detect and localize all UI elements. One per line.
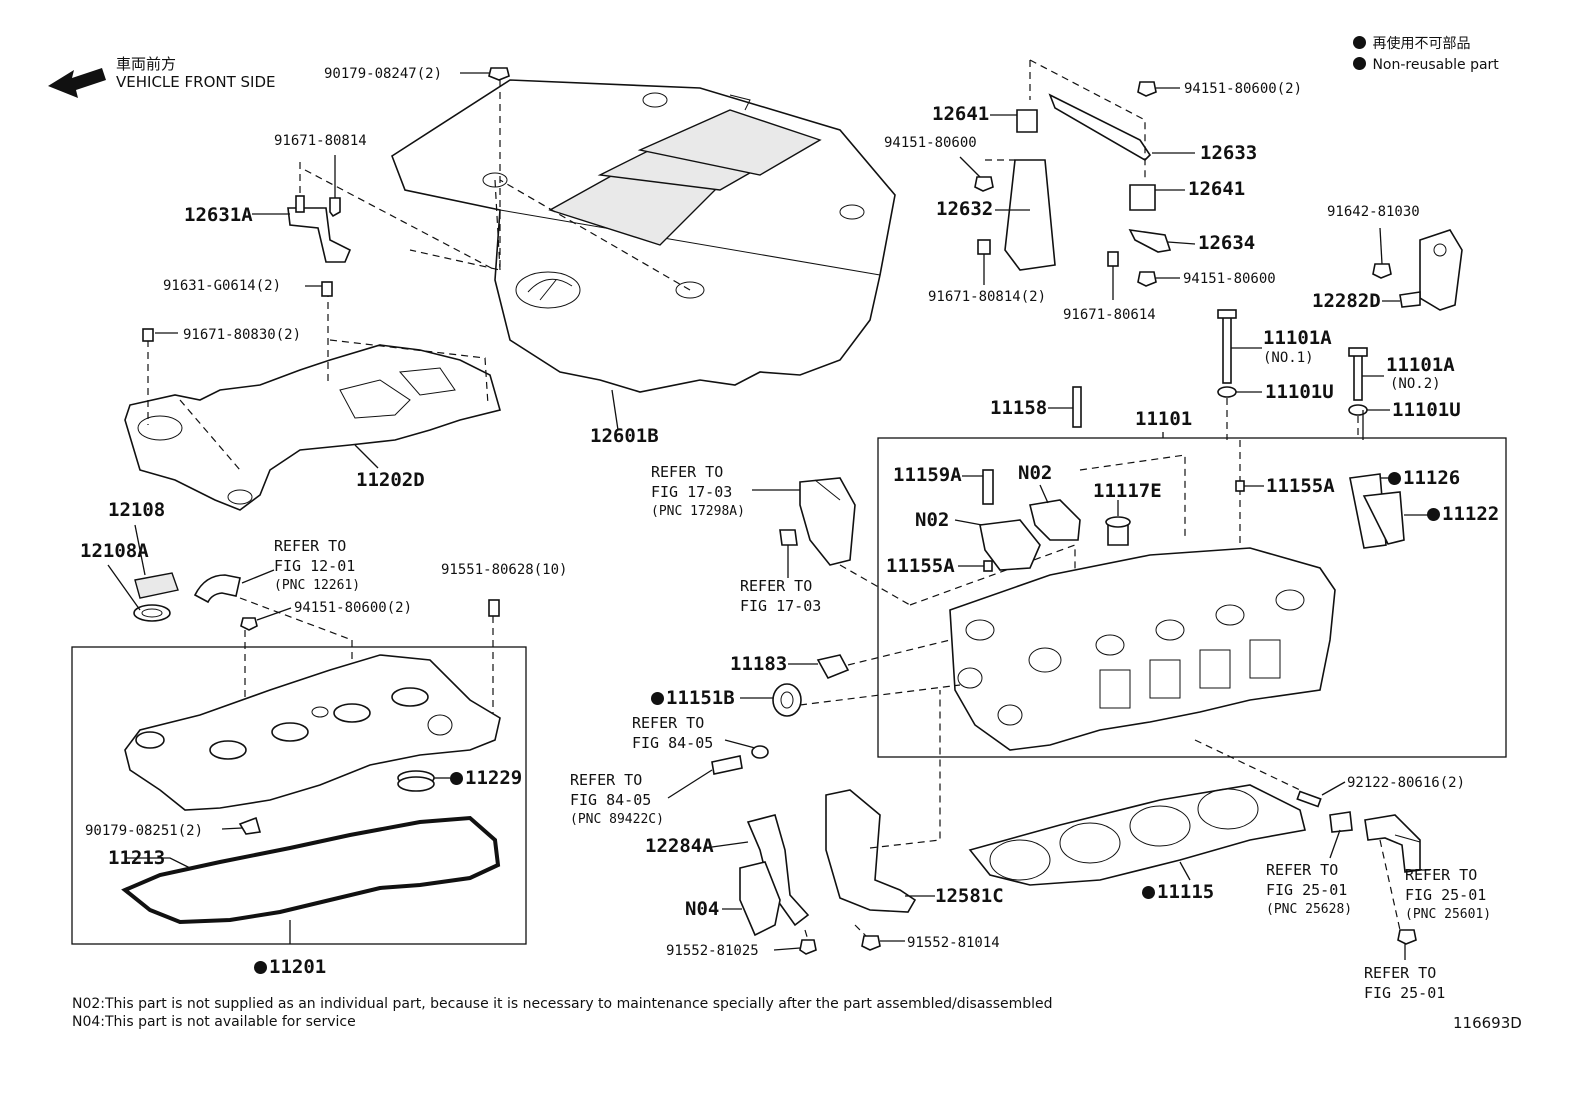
part-label[interactable]: 12108 bbox=[108, 499, 166, 521]
non-reusable-dot-icon bbox=[651, 692, 664, 705]
part-label[interactable]: 91671-80814(2) bbox=[928, 289, 1047, 305]
part-label[interactable]: 91552-81025 bbox=[666, 943, 759, 959]
part-label[interactable]: 90179-08247(2) bbox=[324, 66, 443, 82]
part-label[interactable]: 94151-80600 bbox=[884, 135, 977, 151]
part-label[interactable]: 94151-80600 bbox=[1183, 271, 1276, 287]
part-label[interactable]: 11101U bbox=[1392, 399, 1461, 421]
part-label[interactable]: 92122-80616(2) bbox=[1347, 775, 1466, 791]
part-label[interactable]: 11126 bbox=[1388, 468, 1460, 488]
ref-fig-25-01-pnc-25628[interactable]: REFER TO FIG 25-01 (PNC 25628) bbox=[1266, 861, 1353, 917]
ref-fig-12-01[interactable]: REFER TO FIG 12-01 (PNC 12261) bbox=[274, 537, 361, 593]
part-label[interactable]: 12282D bbox=[1312, 290, 1381, 312]
part-label[interactable]: 12632 bbox=[936, 198, 994, 220]
part-label[interactable]: 91552-81014 bbox=[907, 935, 1000, 951]
part-label[interactable]: 94151-80600(2) bbox=[294, 600, 413, 616]
non-reusable-dot-icon bbox=[1353, 36, 1366, 49]
part-label[interactable]: 12108A bbox=[80, 540, 149, 562]
footnote-n02: N02:This part is not supplied as an indi… bbox=[72, 996, 1053, 1012]
part-label[interactable]: N02 bbox=[915, 509, 950, 531]
part-label[interactable]: 11183 bbox=[730, 653, 788, 675]
part-label[interactable]: 12641 bbox=[1188, 178, 1246, 200]
part-label[interactable]: 11151B bbox=[651, 688, 735, 708]
part-label[interactable]: 91671-80614 bbox=[1063, 307, 1156, 323]
ref-fig-84-05[interactable]: REFER TO FIG 84-05 bbox=[632, 714, 714, 752]
bolt-90179-08247 bbox=[488, 67, 510, 81]
part-label[interactable]: 12631A bbox=[184, 204, 253, 226]
part-label[interactable]: N04 bbox=[685, 898, 720, 920]
legend-jp: 再使用不可部品 bbox=[1353, 33, 1470, 53]
non-reusable-dot-icon bbox=[254, 961, 267, 974]
engine-cover-drawing bbox=[391, 79, 896, 393]
part-label[interactable]: 11122 bbox=[1427, 504, 1499, 524]
ref-fig-84-05-pnc[interactable]: REFER TO FIG 84-05 (PNC 89422C) bbox=[570, 771, 664, 827]
part-label[interactable]: 12641 bbox=[932, 103, 990, 125]
part-label[interactable]: 90179-08251(2) bbox=[85, 823, 204, 839]
part-label[interactable]: 11115 bbox=[1142, 882, 1214, 902]
part-label[interactable]: 11155A bbox=[886, 555, 955, 577]
part-label[interactable]: 91642-81030 bbox=[1327, 204, 1420, 220]
non-reusable-dot-icon bbox=[1142, 886, 1155, 899]
part-label[interactable]: 91551-80628(10) bbox=[441, 562, 568, 578]
head-gasket-drawing bbox=[968, 784, 1306, 886]
front-label-en: VEHICLE FRONT SIDE bbox=[116, 73, 276, 91]
part-label[interactable]: 12581C bbox=[935, 885, 1004, 907]
head-cover-drawing bbox=[124, 654, 501, 811]
lower-cover-drawing bbox=[124, 344, 501, 511]
part-label[interactable]: 11158 bbox=[990, 397, 1048, 419]
cylinder-head-group-box bbox=[877, 437, 1507, 758]
part-label[interactable]: 91671-80830(2) bbox=[183, 327, 302, 343]
head-cover-group-box bbox=[71, 646, 527, 945]
ref-fig-17-03-pnc[interactable]: REFER TO FIG 17-03 (PNC 17298A) bbox=[651, 463, 745, 519]
part-label[interactable]: 11101U bbox=[1265, 381, 1334, 403]
cylinder-head-drawing bbox=[949, 547, 1336, 751]
part-label[interactable]: 11213 bbox=[108, 847, 166, 869]
part-label[interactable]: 11117E bbox=[1093, 480, 1162, 502]
ref-fig-17-03[interactable]: REFER TO FIG 17-03 bbox=[740, 577, 822, 615]
part-label[interactable]: 12633 bbox=[1200, 142, 1258, 164]
non-reusable-dot-icon bbox=[1388, 472, 1401, 485]
non-reusable-dot-icon bbox=[1353, 57, 1366, 70]
front-arrow-icon bbox=[48, 68, 106, 98]
part-label[interactable]: 11155A bbox=[1266, 475, 1335, 497]
part-label[interactable]: 11101A bbox=[1263, 327, 1332, 349]
part-label[interactable]: 11101A bbox=[1386, 354, 1455, 376]
footnote-n04: N04:This part is not available for servi… bbox=[72, 1014, 356, 1030]
non-reusable-dot-icon bbox=[1427, 508, 1440, 521]
part-label[interactable]: 11101 bbox=[1135, 408, 1193, 430]
diagram-id: 116693D bbox=[1453, 1014, 1522, 1032]
part-label: (NO.2) bbox=[1390, 376, 1441, 392]
non-reusable-dot-icon bbox=[450, 772, 463, 785]
part-label: (NO.1) bbox=[1263, 350, 1314, 366]
part-label[interactable]: 12634 bbox=[1198, 232, 1256, 254]
legend-en: Non-reusable part bbox=[1353, 57, 1499, 73]
part-label[interactable]: 91631-G0614(2) bbox=[163, 278, 282, 294]
part-label[interactable]: 12284A bbox=[645, 835, 714, 857]
part-label[interactable]: 12601B bbox=[590, 425, 659, 447]
part-label[interactable]: 11159A bbox=[893, 464, 962, 486]
part-label[interactable]: 11202D bbox=[356, 469, 425, 491]
part-label[interactable]: N02 bbox=[1018, 462, 1053, 484]
ref-fig-25-01-pnc-25601[interactable]: REFER TO FIG 25-01 (PNC 25601) bbox=[1405, 866, 1492, 922]
part-label[interactable]: 91671-80814 bbox=[274, 133, 367, 149]
part-label[interactable]: 11229 bbox=[450, 768, 522, 788]
ref-fig-25-01[interactable]: REFER TO FIG 25-01 bbox=[1364, 964, 1446, 1002]
front-label-jp: 車両前方 bbox=[116, 55, 177, 73]
part-label[interactable]: 11201 bbox=[254, 957, 326, 977]
part-label[interactable]: 94151-80600(2) bbox=[1184, 81, 1303, 97]
